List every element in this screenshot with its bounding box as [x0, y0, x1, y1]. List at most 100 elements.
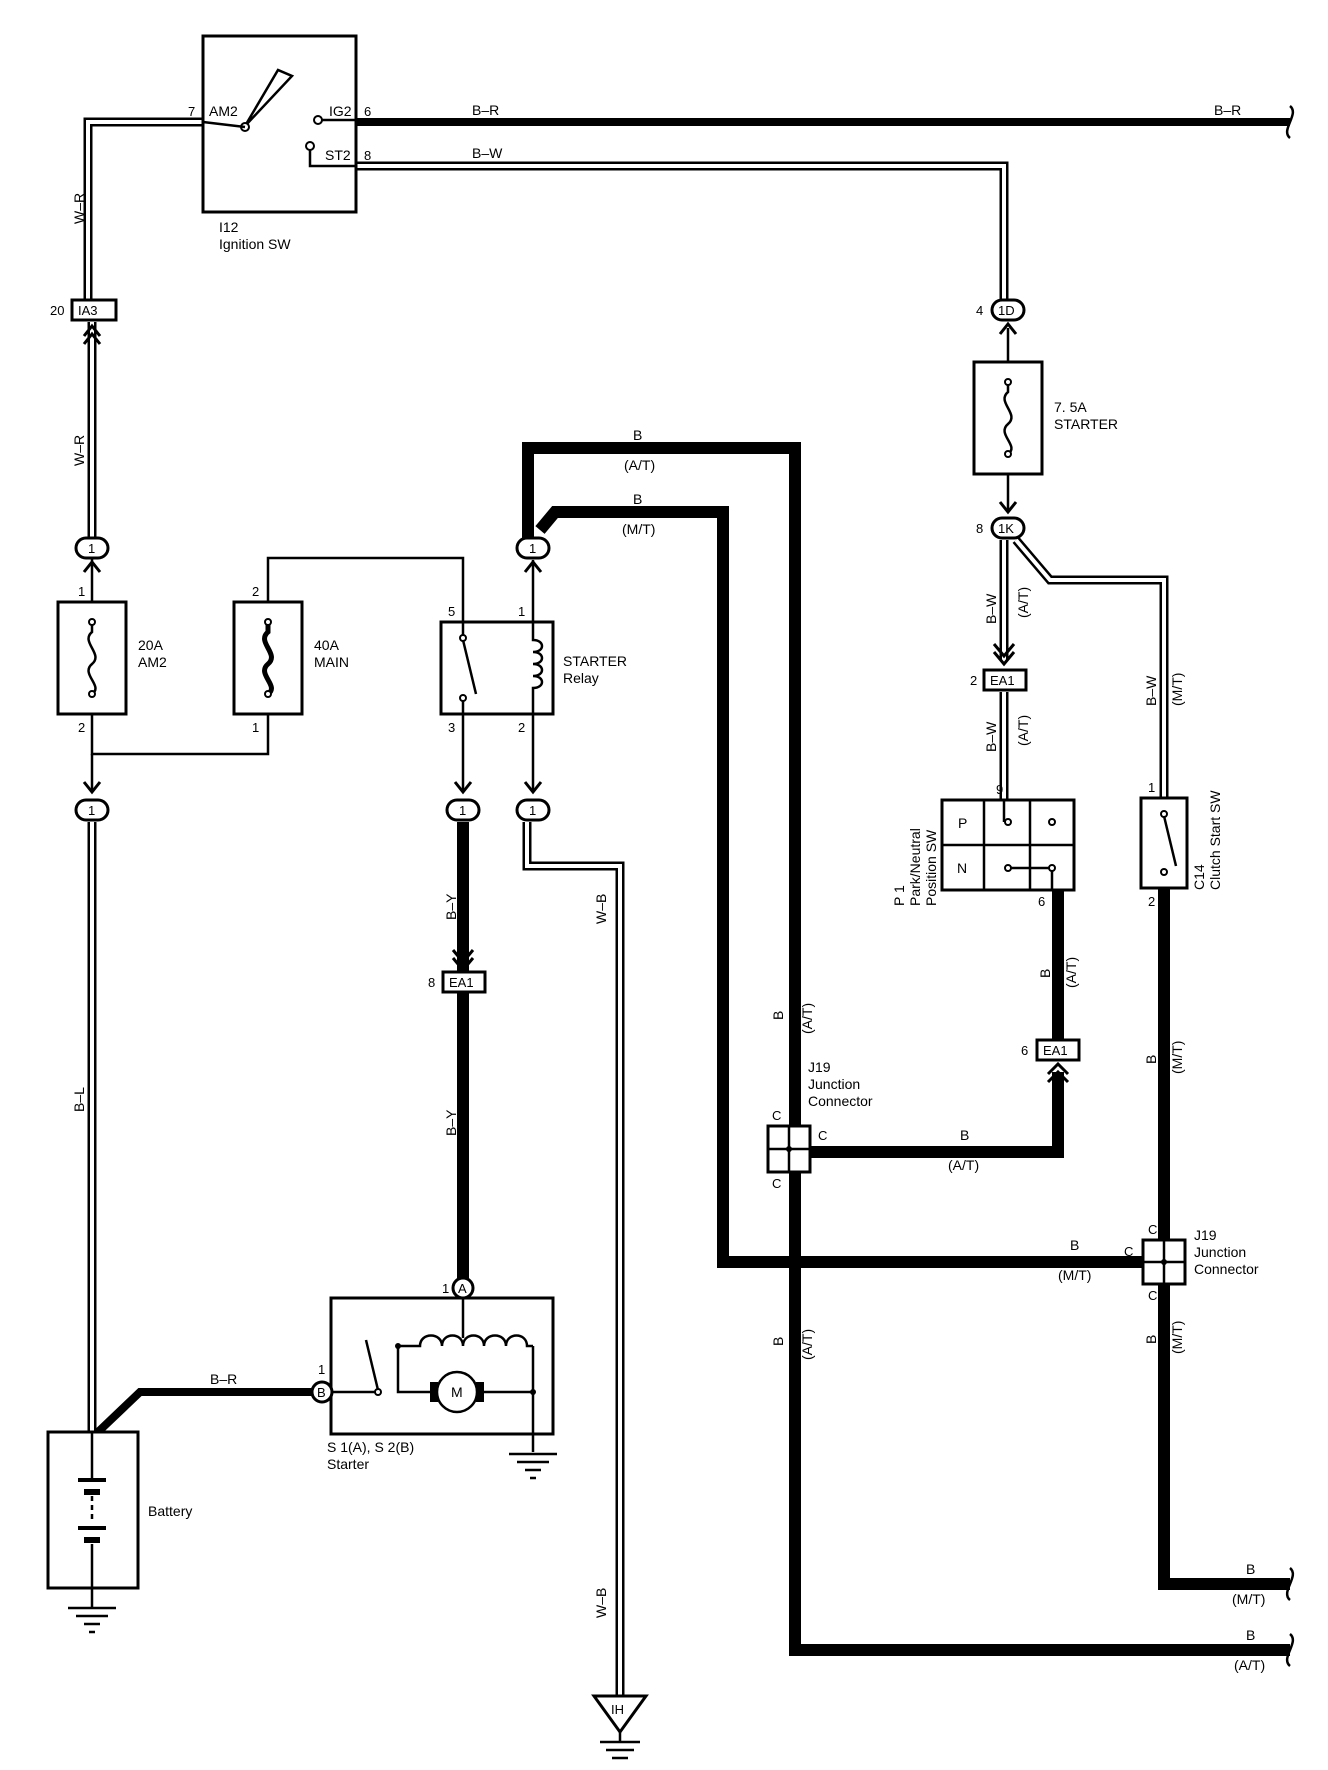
j19-at-c-right: C — [818, 1128, 827, 1143]
connector-1-relay-top: 1 — [515, 536, 551, 573]
wire-fuse-link-bottom — [90, 714, 270, 756]
fuse-main-pin-top: 2 — [252, 584, 259, 599]
conn-1k-label: 1K — [998, 521, 1014, 536]
wire-label-b-at-v2: B — [770, 1337, 786, 1346]
wire-b-mt-main — [535, 506, 1145, 1268]
wire-label-b-out-mt: B — [1246, 1561, 1255, 1577]
pnp-name-2: Position SW — [923, 829, 939, 906]
ea1-mid-pin: 8 — [428, 975, 435, 990]
conn-1-label: 1 — [88, 803, 95, 818]
fuse-am2-pin-top: 1 — [78, 584, 85, 599]
j19-mt-c-top: C — [1148, 1222, 1157, 1237]
ia3-label: IA3 — [78, 303, 98, 318]
j19-at-code: J19 — [808, 1059, 831, 1075]
connector-1-relay-pin3: 1 — [445, 781, 481, 822]
fuse-main-pin-bottom: 1 — [252, 720, 259, 735]
fuse-main-name: MAIN — [314, 654, 349, 670]
wire-b-mt-out — [1158, 1284, 1290, 1590]
wire-label-at-out: (A/T) — [1234, 1657, 1265, 1673]
wire-label-b-w: B–W — [472, 145, 503, 161]
fuse-starter-name: STARTER — [1054, 416, 1118, 432]
pnp-pin-top: 9 — [996, 782, 1003, 797]
fuse-am2-pin-bottom: 2 — [78, 720, 85, 735]
fuse-main-rating: 40A — [314, 637, 340, 653]
j19-at-c-bottom: C — [772, 1176, 781, 1191]
connector-1d: 1D 4 — [976, 298, 1026, 335]
ia3-pin: 20 — [50, 303, 64, 318]
wire-b-at-j19 — [810, 1072, 1064, 1158]
wire-label-w-b-1: W–B — [593, 894, 609, 924]
wire-b-w-st2 — [357, 161, 1009, 300]
wire-label-mt-bw: (M/T) — [1169, 673, 1185, 706]
wire-label-b-y-2: B–Y — [443, 1109, 459, 1136]
connector-1-battery: 1 — [74, 781, 110, 822]
relay-pin-3: 3 — [448, 720, 455, 735]
wire-label-at-pnp: (A/T) — [1063, 957, 1079, 988]
fuse-am2-rating: 20A — [138, 637, 164, 653]
ig-sw-am2-label: AM2 — [209, 103, 238, 119]
wire-label-b-r-1: B–R — [472, 102, 499, 118]
ig-sw-code: I12 — [219, 219, 239, 235]
wire-label-at-bw-1: (A/T) — [1015, 587, 1031, 618]
connector-ia3: IA3 20 — [50, 298, 118, 345]
wire-label-w-r-2: W–R — [71, 435, 87, 466]
fuse-starter-rating: 7. 5A — [1054, 399, 1087, 415]
ground-ih-label: IH — [611, 1702, 624, 1717]
j19-at-name-1: Junction — [808, 1076, 860, 1092]
wire-b-at-main — [522, 442, 1290, 1656]
wire-label-mt-out: (M/T) — [1232, 1591, 1265, 1607]
wire-label-at-h: (A/T) — [948, 1157, 979, 1173]
ig-sw-ig2-label: IG2 — [329, 103, 352, 119]
starter-motor: A 1 B 1 M S 1(A), S 2(B) Starter — [310, 1276, 555, 1472]
fuse-20a-am2: 1 2 20A AM2 — [56, 584, 167, 735]
wire-label-at-bw-2: (A/T) — [1015, 715, 1031, 746]
wire-label-b-mt-h: B — [1070, 1237, 1079, 1253]
wire-label-w-r-1: W–R — [71, 193, 87, 224]
relay-name: STARTER — [563, 653, 627, 669]
wire-label-b-w-at-2: B–W — [983, 721, 999, 752]
wire-label-w-b-2: W–B — [593, 1588, 609, 1618]
wire-w-b — [522, 822, 625, 1696]
ig-sw-name: Ignition SW — [219, 236, 291, 252]
clutch-pin-bottom: 2 — [1148, 894, 1155, 909]
wire-label-b-clutch-1: B — [1143, 1055, 1159, 1064]
starter-conn-a: A — [458, 1281, 467, 1296]
starter-code: S 1(A), S 2(B) — [327, 1439, 414, 1455]
ea1-low-label: EA1 — [1043, 1043, 1068, 1058]
wire-label-b-pnp: B — [1037, 969, 1053, 978]
fuse-40a-main: 2 1 40A MAIN — [232, 584, 349, 735]
wire-label-mt-clutch-2: (M/T) — [1169, 1321, 1185, 1354]
junction-connector-j19-at: C C C J19 Junction Connector — [766, 1059, 873, 1191]
ea1-top-pin: 2 — [970, 673, 977, 688]
wire-label-b-w-at-1: B–W — [983, 593, 999, 624]
wire-w-r-upper — [83, 117, 203, 302]
relay-pin-1: 1 — [518, 604, 525, 619]
wire-label-b-l: B–L — [71, 1087, 87, 1112]
conn-1-label: 1 — [529, 803, 536, 818]
starter-pin-b: 1 — [318, 1362, 325, 1377]
wire-label-mt-h: (M/T) — [1058, 1267, 1091, 1283]
wire-label-at-v2: (A/T) — [799, 1329, 815, 1360]
wire-label-b-mt-top: B — [633, 491, 642, 507]
wire-label-b-out-at: B — [1246, 1627, 1255, 1643]
wire-label-mt-top: (M/T) — [622, 521, 655, 537]
wire-label-at-top: (A/T) — [624, 457, 655, 473]
conn-1-label: 1 — [459, 803, 466, 818]
j19-mt-name-2: Connector — [1194, 1261, 1259, 1277]
ground-icon-starter — [509, 1452, 557, 1480]
battery: Battery — [46, 1430, 192, 1590]
battery-name: Battery — [148, 1503, 192, 1519]
connector-1k: 1K 8 — [976, 501, 1026, 540]
clutch-name: Clutch Start SW — [1207, 790, 1223, 890]
relay-sub: Relay — [563, 670, 599, 686]
pnp-code: P 1 — [891, 885, 907, 906]
ea1-low-pin: 6 — [1021, 1043, 1028, 1058]
ground-ih: IH — [591, 1694, 649, 1760]
conn-1k-pin: 8 — [976, 521, 983, 536]
starter-name: Starter — [327, 1456, 369, 1472]
connector-ea1-lower: EA1 6 — [1021, 1038, 1081, 1084]
ea1-top-label: EA1 — [990, 673, 1015, 688]
wire-label-b-clutch-2: B — [1143, 1335, 1159, 1344]
wire-label-b-w-mt: B–W — [1143, 675, 1159, 706]
